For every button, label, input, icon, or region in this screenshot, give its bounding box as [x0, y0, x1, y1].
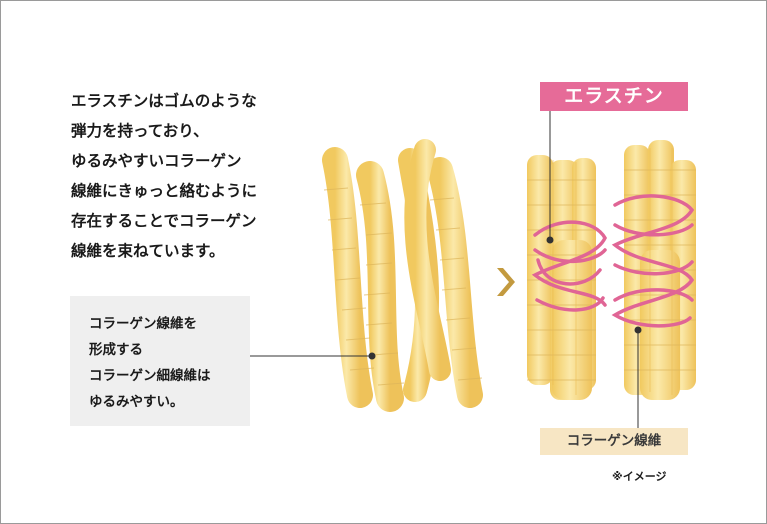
- explanation-line: 弾力を持っており、: [71, 122, 209, 140]
- elastin-fibers: [531, 194, 695, 328]
- explanation-line: 存在することでコラーゲン: [71, 212, 257, 230]
- callout-line: コラーゲン細線維は: [89, 368, 211, 384]
- collagen-fiber-label: コラーゲン線維: [540, 428, 688, 455]
- explanation-line: 線維にきゅっと絡むように: [71, 182, 258, 200]
- elastin-label: エラスチン: [540, 82, 688, 111]
- explanation-text: エラスチンはゴムのような 弾力を持っており、 ゆるみやすいコラーゲン 線維にきゅ…: [71, 86, 311, 266]
- loose-collagen-fibers: [322, 139, 483, 412]
- elastin-leader-dot: [546, 236, 554, 244]
- collagen-leader-dot: [634, 326, 642, 334]
- bundled-collagen-fibers: [527, 140, 696, 400]
- transition-arrow-icon: [497, 268, 515, 296]
- callout-leader-dot: [368, 352, 376, 360]
- callout-box: [70, 296, 250, 426]
- callout-line: 形成する: [89, 342, 143, 358]
- explanation-line: ゆるみやすいコラーゲン: [71, 152, 242, 170]
- explanation-line: エラスチンはゴムのような: [71, 92, 257, 110]
- callout-text: コラーゲン線維を 形成する コラーゲン細線維は ゆるみやすい。: [89, 311, 211, 415]
- callout-line: コラーゲン線維を: [89, 316, 197, 332]
- callout-line: ゆるみやすい。: [89, 394, 184, 410]
- image-note: ※イメージ: [612, 470, 667, 483]
- explanation-line: 線維を束ねています。: [71, 242, 225, 260]
